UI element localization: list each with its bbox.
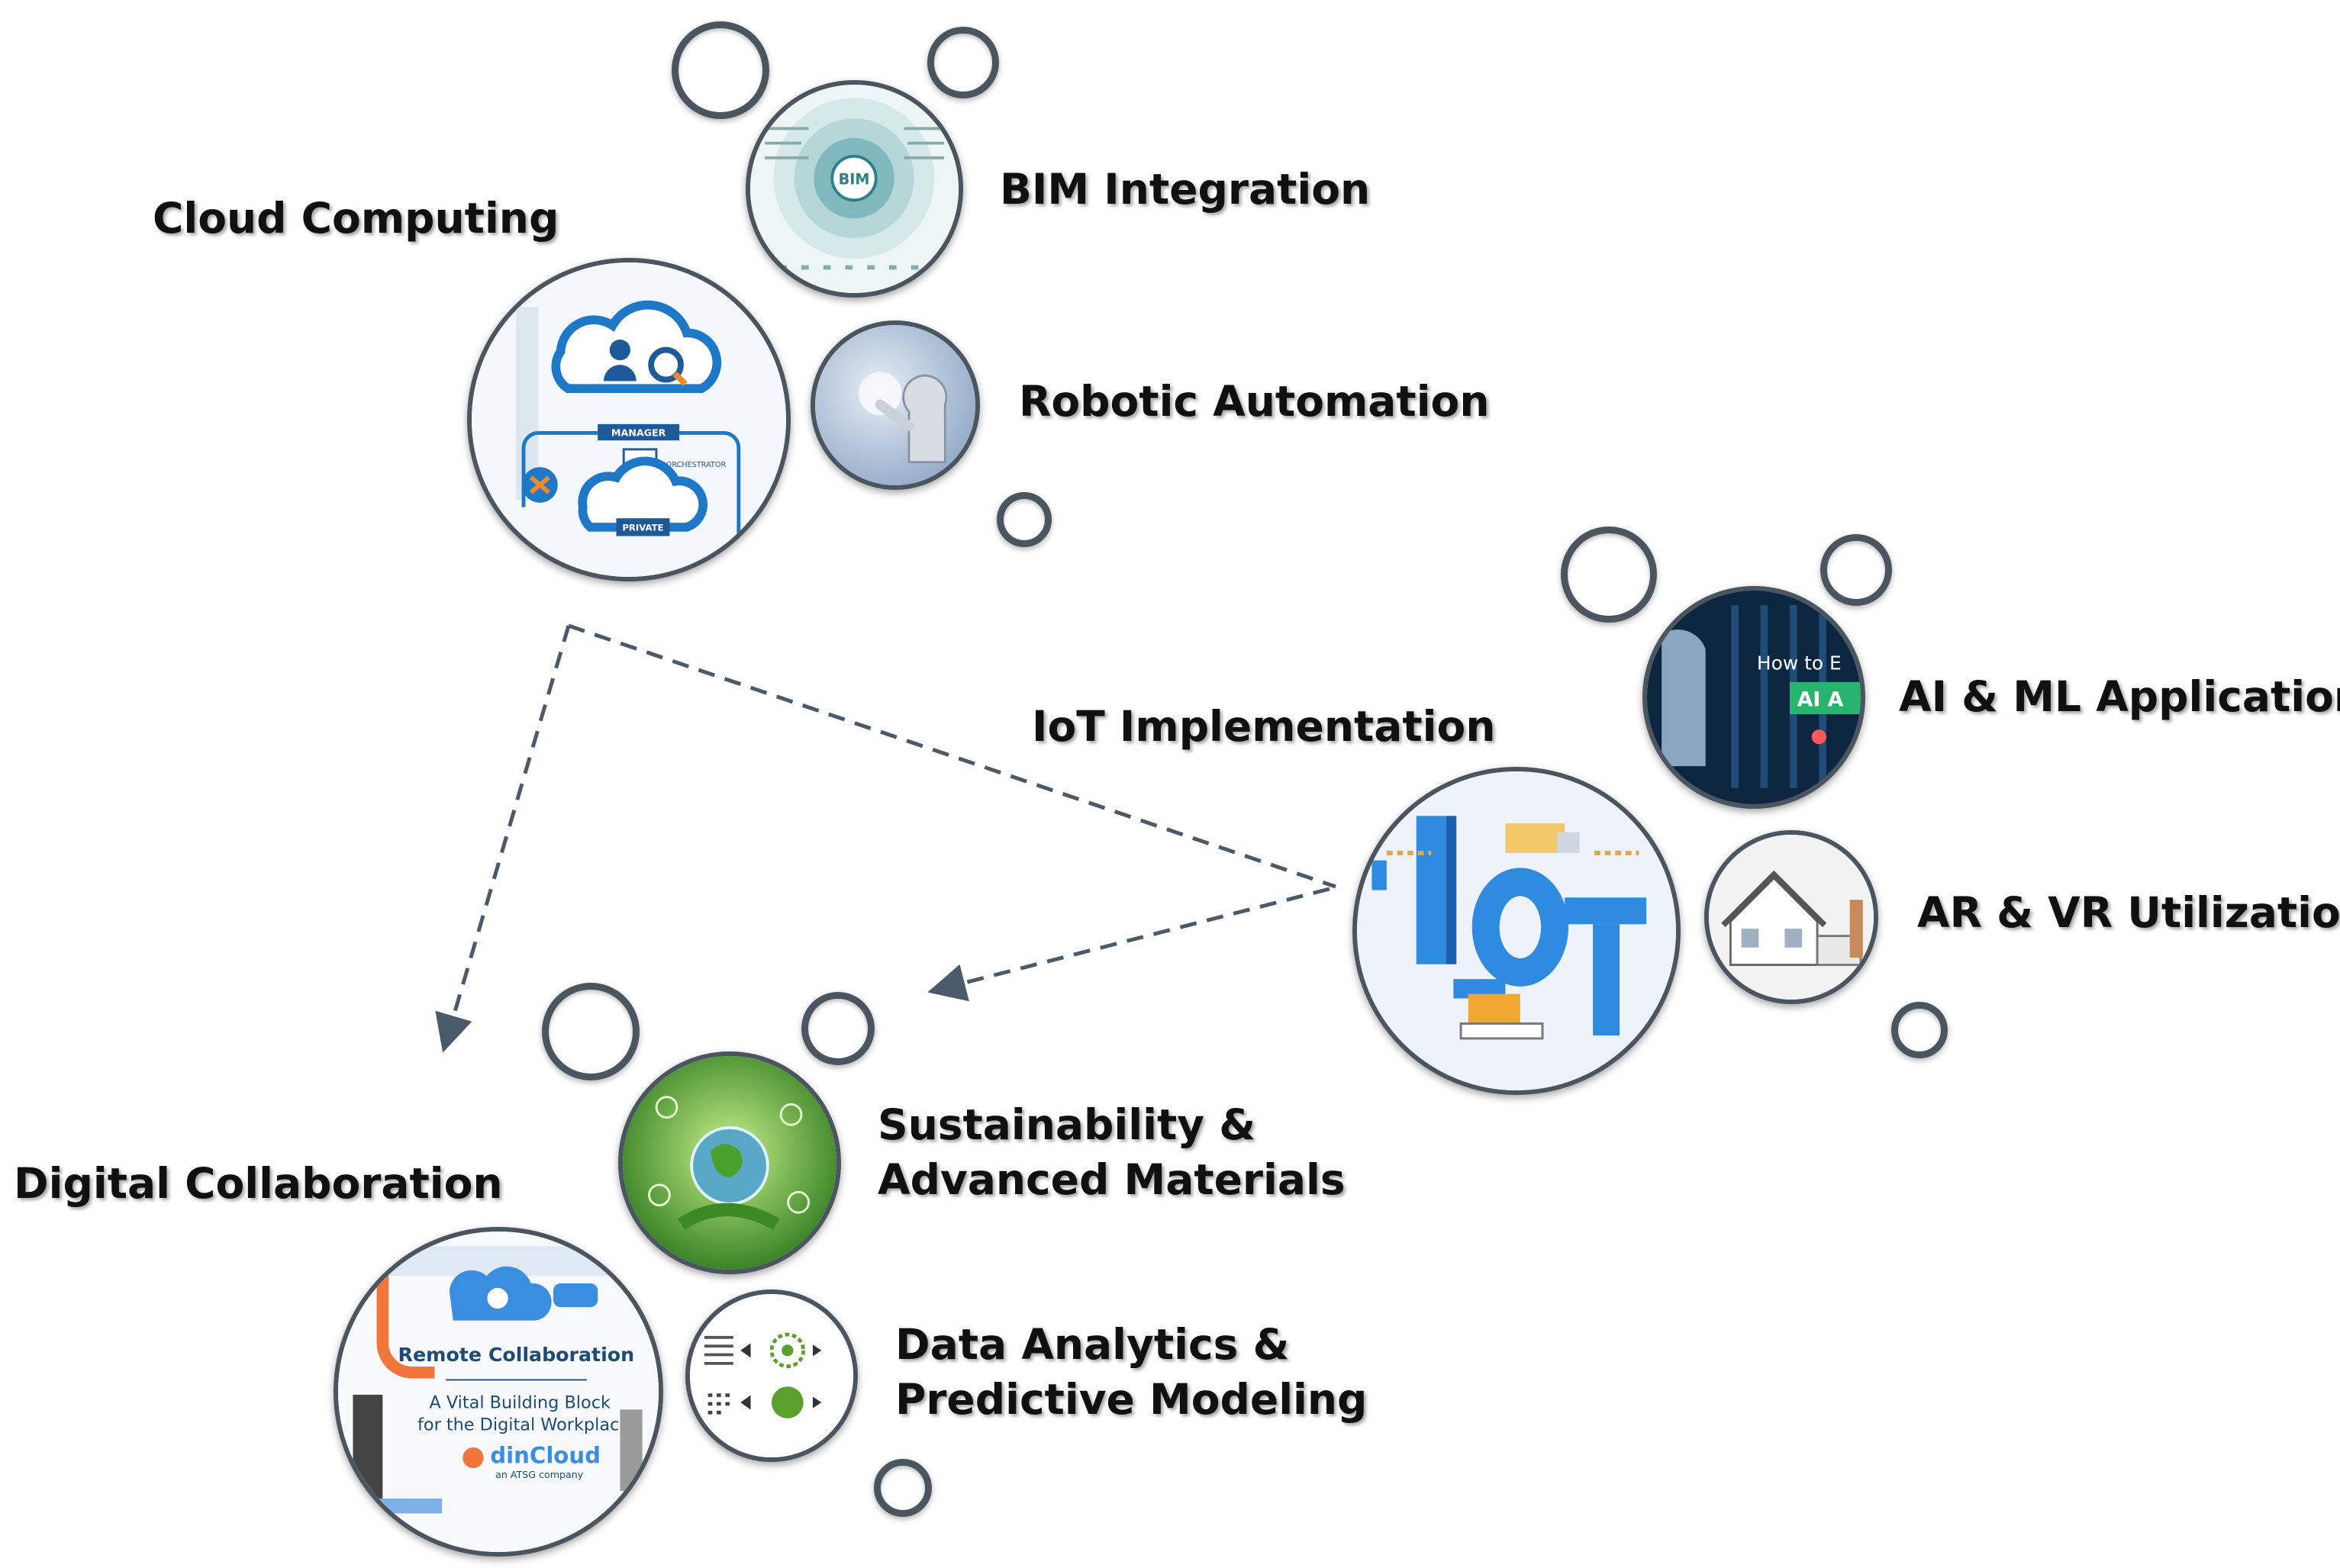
cloud-computing-label: Cloud Computing [153, 194, 559, 243]
decorative-ring [801, 992, 875, 1065]
sustainability-label-line2: Advanced Materials [878, 1155, 1346, 1204]
decorative-ring [874, 1459, 932, 1517]
ai-ml-application-image: How to E AI A [1642, 586, 1865, 809]
data-analytics-label-line1: Data Analytics & [895, 1320, 1290, 1369]
arrow-iot-to-digital [927, 887, 1330, 1002]
flow-diagram-icon [690, 1294, 853, 1457]
decorative-ring [1891, 1002, 1948, 1058]
bim-center-label: BIM [839, 170, 870, 188]
digital-collaboration-image: Remote Collaboration A Vital Building Bl… [334, 1227, 663, 1557]
decorative-ring [672, 21, 769, 119]
bim-wheel-icon: BIM [750, 85, 959, 293]
ai-robot-screen-icon: How to E AI A [1647, 591, 1861, 804]
cloud-computing-image: MANAGER ORCHESTRATOR PRIVATE [467, 258, 791, 581]
green-globe-icon [623, 1056, 836, 1270]
robotic-automation-label: Robotic Automation [1019, 377, 1490, 426]
remote-line2: for the Digital Workplace [417, 1415, 630, 1435]
cloud-network-icon: MANAGER ORCHESTRATOR PRIVATE [472, 262, 786, 577]
iot-implementation-label: IoT Implementation [1032, 702, 1496, 751]
arrow-cloud-to-iot [568, 623, 1336, 889]
decorative-ring [1820, 534, 1892, 606]
private-tag: PRIVATE [622, 523, 663, 533]
data-analytics-label-line2: Predictive Modeling [895, 1375, 1368, 1424]
data-analytics-image [685, 1289, 858, 1462]
digital-collaboration-label: Digital Collaboration [14, 1159, 503, 1208]
remote-line1: A Vital Building Block [429, 1393, 611, 1412]
ar-vr-utilization-label: AR & VR Utilization [1917, 888, 2340, 937]
ar-vr-utilization-image [1704, 830, 1878, 1004]
decorative-ring [542, 983, 640, 1080]
decorative-ring [927, 27, 999, 98]
ai-ml-application-label: AI & ML Application [1899, 672, 2340, 721]
ai-screen-line2: AI A [1797, 688, 1844, 712]
remote-brand-sub: an ATSG company [495, 1469, 584, 1480]
iot-implementation-image: IoT [1352, 767, 1681, 1095]
robotic-automation-image [811, 320, 980, 490]
iot-city-icon: IoT [1357, 771, 1676, 1090]
remote-heading: Remote Collaboration [398, 1344, 635, 1366]
iot-image-text: IoT [1516, 1075, 1518, 1077]
sustainability-image [618, 1051, 841, 1274]
remote-collaboration-icon: Remote Collaboration A Vital Building Bl… [338, 1232, 659, 1552]
house-model-icon [1709, 835, 1874, 1000]
manager-tag: MANAGER [611, 427, 666, 438]
arrow-cloud-to-digital [435, 625, 571, 1053]
decorative-ring [997, 492, 1052, 547]
ai-screen-line1: How to E [1757, 652, 1842, 675]
orchestrator-tag: ORCHESTRATOR [666, 461, 727, 469]
robot-icon [815, 325, 975, 485]
bim-integration-image: BIM [746, 80, 963, 298]
sustainability-label-line1: Sustainability & [878, 1100, 1256, 1149]
remote-brand: dinCloud [490, 1442, 601, 1468]
decorative-ring [1561, 526, 1657, 623]
bim-integration-label: BIM Integration [1000, 165, 1371, 214]
